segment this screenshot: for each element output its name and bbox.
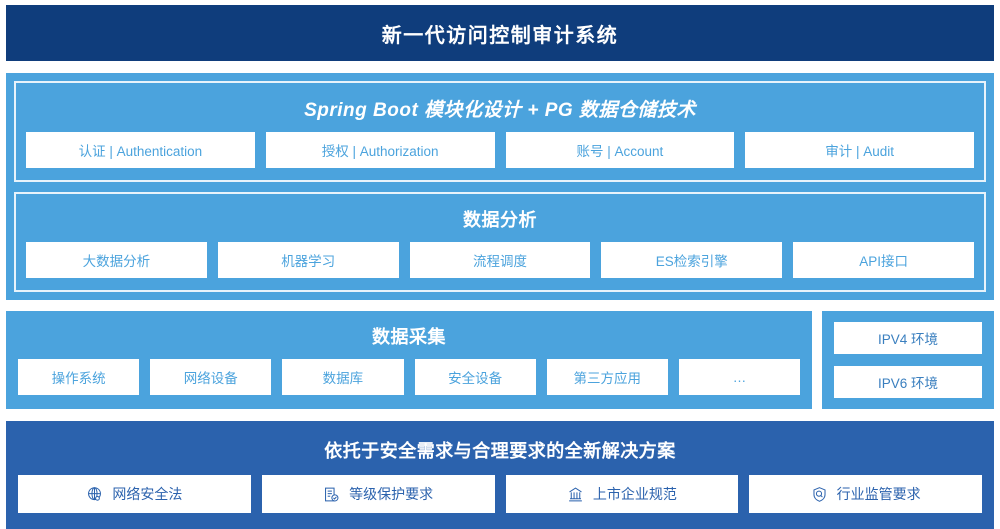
compliance-item-label: 等级保护要求: [349, 486, 434, 502]
document-check-icon: [323, 486, 340, 503]
collection-item[interactable]: 数据库: [282, 359, 404, 395]
collection-panel: 数据采集 操作系统 网络设备 数据库 安全设备 第三方应用 …: [6, 311, 812, 409]
analysis-title: 数据分析: [463, 210, 537, 230]
analysis-item[interactable]: API接口: [793, 242, 974, 278]
collection-item[interactable]: 第三方应用: [546, 359, 668, 395]
analysis-item[interactable]: ES检索引擎: [601, 242, 783, 278]
collection-item-more[interactable]: …: [678, 359, 801, 395]
platform-panel: Spring Boot 模块化设计 + PG 数据仓储技术 认证 | Authe…: [6, 73, 994, 300]
platform-item[interactable]: 审计 | Audit: [745, 132, 974, 168]
platform-title: Spring Boot 模块化设计 + PG 数据仓储技术: [304, 100, 696, 121]
platform-item[interactable]: 账号 | Account: [505, 132, 735, 168]
compliance-panel: 依托于安全需求与合理要求的全新解决方案 网络安全法: [6, 421, 994, 529]
environment-item-ipv6[interactable]: IPV6 环境: [834, 366, 982, 398]
collection-title: 数据采集: [372, 327, 446, 347]
analysis-frame: 数据分析 大数据分析 机器学习 流程调度 ES检索引擎 API接口: [14, 192, 986, 292]
bank-building-icon: [567, 486, 584, 503]
compliance-items-row: 网络安全法 等级保护要求: [18, 475, 982, 513]
compliance-item-label: 上市企业规范: [592, 486, 677, 502]
compliance-item-cybersecurity-law[interactable]: 网络安全法: [18, 475, 251, 513]
collection-band: 数据采集 操作系统 网络设备 数据库 安全设备 第三方应用 … IPV4 环境 …: [6, 311, 994, 409]
page-title: 新一代访问控制审计系统: [381, 24, 619, 47]
compliance-item-label: 网络安全法: [112, 486, 183, 502]
platform-frame: Spring Boot 模块化设计 + PG 数据仓储技术 认证 | Authe…: [14, 81, 986, 182]
analysis-item[interactable]: 大数据分析: [26, 242, 207, 278]
compliance-item-listed-enterprise[interactable]: 上市企业规范: [505, 475, 739, 513]
globe-network-icon: [86, 486, 103, 503]
collection-item[interactable]: 操作系统: [18, 359, 140, 395]
shield-search-icon: [811, 486, 828, 503]
platform-items-row: 认证 | Authentication 授权 | Authorization 账…: [26, 132, 974, 168]
collection-item[interactable]: 网络设备: [150, 359, 272, 395]
compliance-item-grade-protection[interactable]: 等级保护要求: [261, 475, 495, 513]
analysis-items-row: 大数据分析 机器学习 流程调度 ES检索引擎 API接口: [26, 242, 974, 278]
environment-panel: IPV4 环境 IPV6 环境: [822, 311, 994, 409]
compliance-item-label: 行业监管要求: [836, 486, 921, 502]
analysis-item[interactable]: 机器学习: [217, 242, 399, 278]
collection-item[interactable]: 安全设备: [414, 359, 536, 395]
platform-item[interactable]: 认证 | Authentication: [26, 132, 255, 168]
collection-items-row: 操作系统 网络设备 数据库 安全设备 第三方应用 …: [18, 359, 801, 395]
compliance-item-industry-regulation[interactable]: 行业监管要求: [749, 475, 982, 513]
platform-item[interactable]: 授权 | Authorization: [265, 132, 495, 168]
analysis-item[interactable]: 流程调度: [409, 242, 591, 278]
compliance-title: 依托于安全需求与合理要求的全新解决方案: [324, 441, 676, 461]
page-header: 新一代访问控制审计系统: [6, 5, 994, 61]
environment-item-ipv4[interactable]: IPV4 环境: [834, 322, 982, 354]
